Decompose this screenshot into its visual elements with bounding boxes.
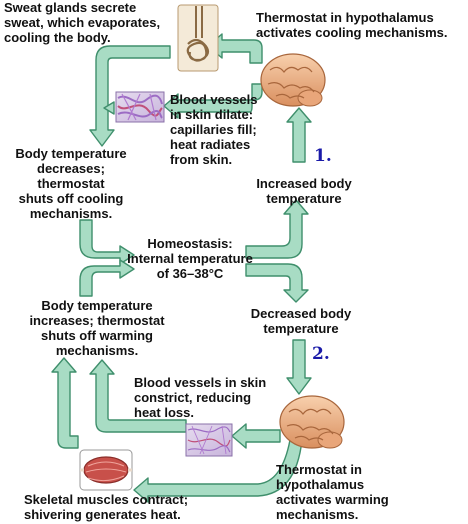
thermostat-warming-label: Thermostat in hypothalamus activates war… [276, 462, 389, 522]
constricted-vessels-icon [185, 423, 233, 457]
sweat-glands-label: Sweat glands secrete sweat, which evapor… [4, 0, 161, 45]
increased-temp-label: Increased body temperature [256, 176, 352, 206]
skeletal-muscle-icon [79, 449, 133, 491]
temp-increases-label: Body temperature increases; thermostat s… [29, 298, 165, 358]
arrow-brain-to-sweat-glands [207, 33, 263, 64]
arrow-decrease-to-homeostasis [79, 219, 135, 265]
warming-loop-arrows [51, 259, 312, 503]
arrow-increase-to-homeostasis [79, 259, 135, 297]
decreased-temp-label: Decreased body temperature [250, 306, 352, 336]
brain-icon-warming [279, 395, 345, 449]
arrow-decrease-to-brain [286, 339, 312, 395]
arrow-vessels-to-increase [89, 359, 187, 433]
arrow-brain-to-muscles [133, 439, 303, 503]
cooling-loop-arrows [79, 33, 312, 265]
homeostasis-label: Homeostasis: Internal temperature of 36–… [127, 236, 253, 281]
temp-decreases-label: Body temperature decreases; thermostat s… [15, 146, 127, 221]
vessels-constrict-label: Blood vessels in skin constrict, reducin… [134, 375, 267, 420]
arrow-brain-to-vessels-warm [231, 423, 281, 449]
arrow-homeostasis-to-increase [245, 199, 309, 259]
arrow-sweat-glands-down [89, 45, 171, 147]
dilated-vessels-icon [115, 91, 165, 123]
arrow-increase-to-brain [286, 107, 312, 163]
step-number-2: 2. [312, 344, 330, 364]
arrow-vessels-to-left [103, 101, 115, 115]
sweat-gland-icon [177, 4, 219, 72]
step-number-1: 1. [314, 146, 332, 166]
arrow-muscles-to-left [51, 357, 79, 449]
vessels-dilate-label: Blood vessels in skin dilate: capillarie… [170, 92, 258, 167]
arrow-brain-to-vessels [163, 83, 263, 119]
muscles-label: Skeletal muscles contract; shivering gen… [24, 492, 189, 522]
thermostat-cooling-label: Thermostat in hypothalamus activates coo… [256, 10, 448, 40]
arrow-homeostasis-to-decrease [245, 263, 309, 303]
brain-icon-cooling [260, 53, 326, 107]
